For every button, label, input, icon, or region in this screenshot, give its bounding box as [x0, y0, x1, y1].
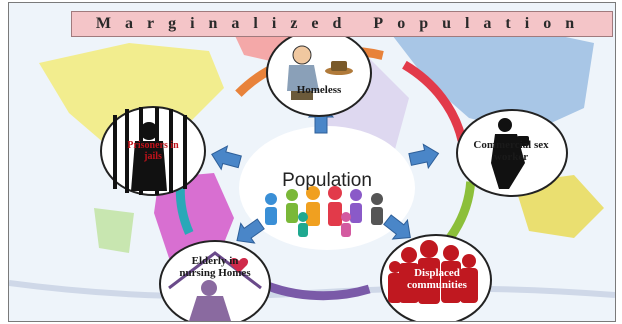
people-group-icon: [265, 186, 383, 237]
arrow-to-elderly: [236, 218, 265, 244]
homeless-person-icon: [287, 45, 353, 100]
banner-title: Marginalized Population: [95, 15, 589, 32]
title-banner: Marginalized Population: [71, 11, 613, 37]
center-label: Population: [282, 170, 372, 191]
arrow-to-displaced: [383, 214, 411, 240]
node-prisoners-in-jails: [100, 106, 206, 196]
crowd-silhouette-icon: [388, 240, 478, 304]
displaced-label: Displaced communities: [407, 267, 467, 291]
node-elderly-nursing-homes: [159, 240, 271, 321]
node-homeless: [266, 29, 372, 117]
diagram-frame: Marginalized Population Population Homel…: [8, 2, 616, 322]
prisoners-label: Prisoners in jails: [127, 140, 179, 162]
elderly-care-icon: [168, 251, 262, 321]
prison-bars-icon: [113, 107, 187, 195]
ring-segment-2: [402, 60, 467, 142]
homeless-label: Homeless: [296, 84, 342, 96]
diagram-canvas: [9, 3, 615, 321]
elderly-label: Elderly in nursing Homes: [179, 255, 251, 279]
node-commercial-sex-worker: [456, 109, 568, 197]
arrow-to-prisoners: [211, 145, 242, 171]
woman-silhouette-icon: [491, 118, 529, 189]
arrow-to-sex-worker: [408, 143, 440, 170]
sex-worker-label: Commercial sex worker: [473, 139, 549, 163]
node-displaced-communities: [380, 234, 492, 321]
